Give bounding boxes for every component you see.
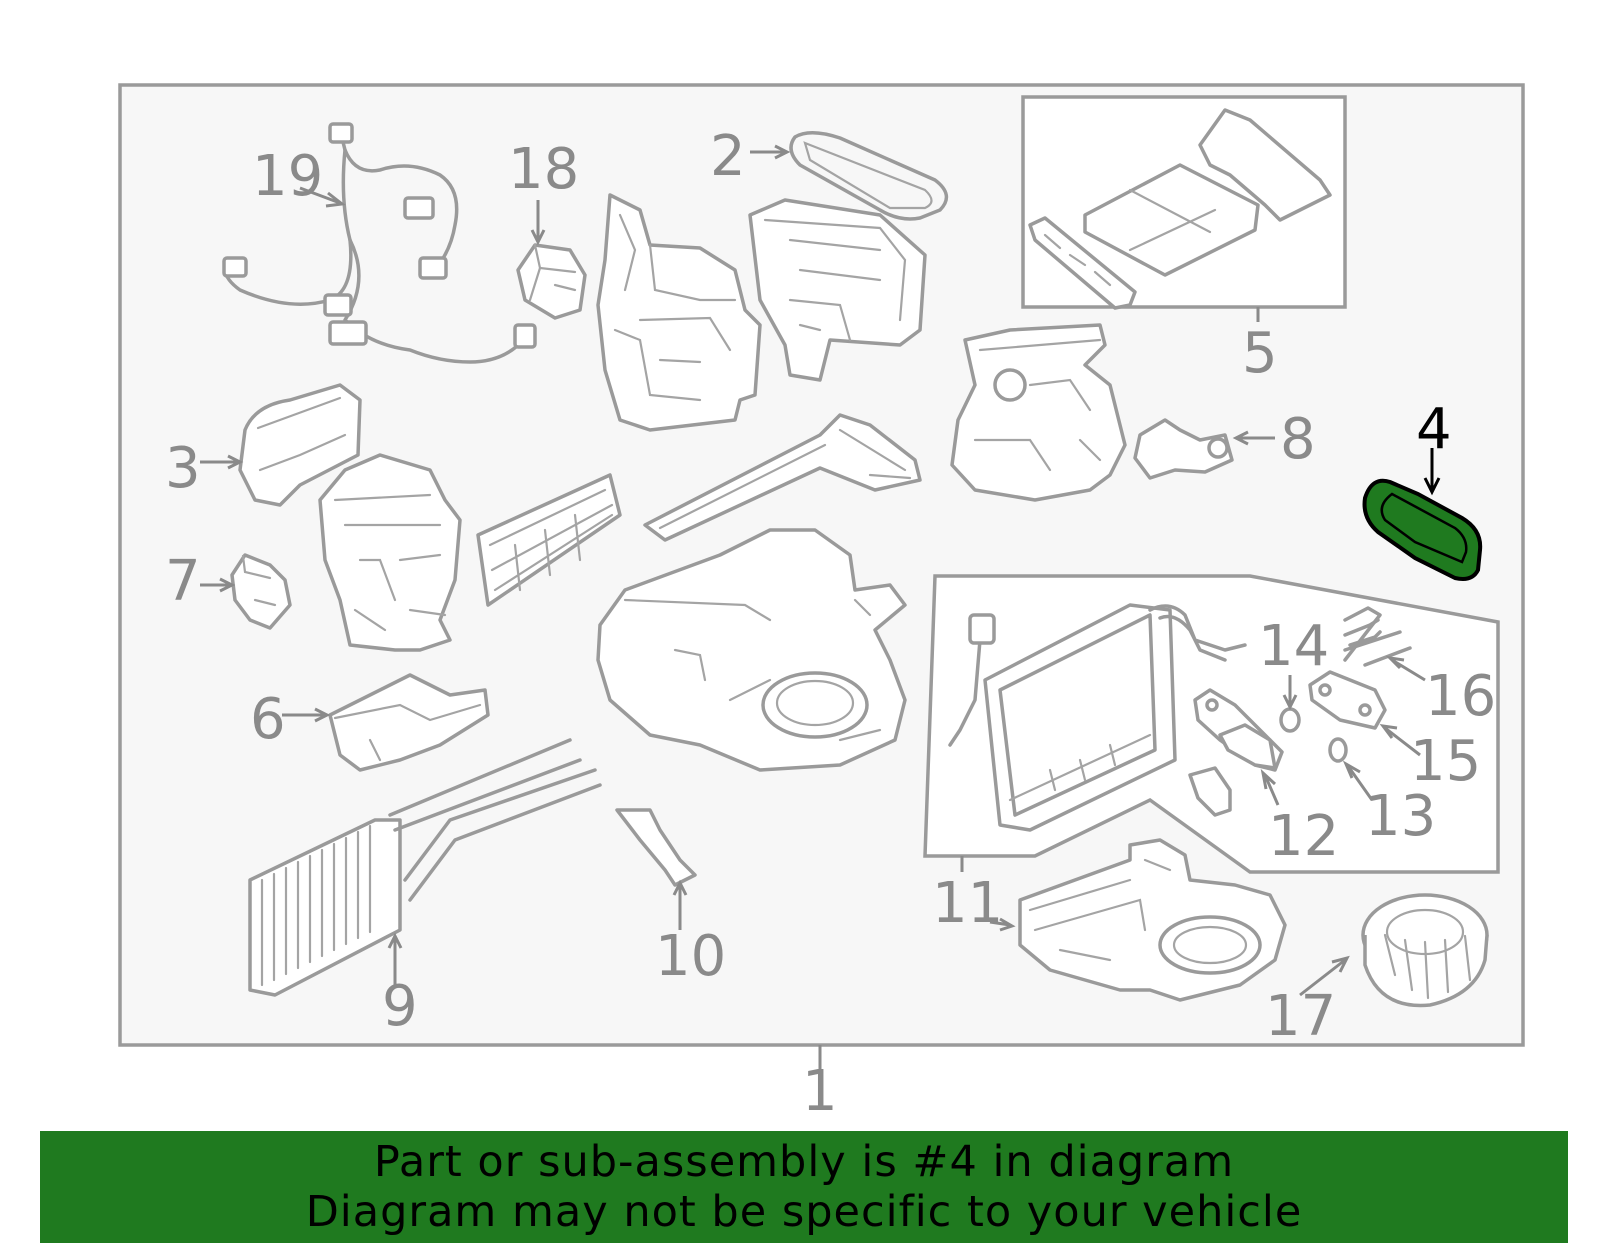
banner-line-1: Part or sub-assembly is #4 in diagram [373,1137,1235,1187]
callout-7: 7 [165,549,201,614]
part-11-evaporator [948,603,1247,832]
callout-17: 17 [1265,984,1336,1049]
part-13-oring [1328,737,1348,763]
lower-blower-case [1018,838,1287,1002]
callout-15: 15 [1410,729,1481,794]
callout-16: 16 [1425,664,1496,729]
part-17-blower-motor [1361,893,1489,1008]
callout-5: 5 [1242,321,1278,386]
callout-9: 9 [382,974,418,1039]
part-8-actuator [1133,418,1234,480]
part-7-sensor [230,553,292,630]
callout-8: 8 [1280,407,1316,472]
callout-12: 12 [1268,804,1339,869]
part-5-filter [1028,108,1332,310]
banner-line-2: Diagram may not be specific to your vehi… [305,1187,1303,1237]
part-4-seal-highlighted [1362,478,1483,581]
callout-2: 2 [710,124,746,189]
part-19-wiring-harness [222,122,537,364]
part-12-block [1188,688,1284,817]
callout-14: 14 [1258,614,1329,679]
callout-19: 19 [252,144,323,209]
part-3-duct [238,383,362,507]
callout-1: 1 [802,1059,838,1124]
part-16-bolts [1343,606,1412,667]
part-9-heater-core [248,738,602,997]
callout-6: 6 [250,687,286,752]
part-10-bracket [615,808,697,887]
callout-18: 18 [508,137,579,202]
callout-4: 4 [1416,397,1452,462]
door-grille [476,473,622,607]
part-6-duct [328,673,490,772]
part-2-seal [789,131,949,221]
mode-case [318,453,462,652]
long-duct [643,413,922,542]
upper-case-housing [748,198,927,382]
blower-upper-housing [950,323,1127,502]
part-15-valve [1308,670,1387,730]
left-housing [596,193,762,432]
callout-13: 13 [1365,784,1436,849]
leader-arrows [200,144,1441,997]
callout-10: 10 [655,924,726,989]
part-18-actuator [516,243,587,320]
main-lower-case [596,528,907,772]
callout-3: 3 [165,436,201,501]
info-banner: Part or sub-assembly is #4 in diagram Di… [40,1131,1568,1243]
callout-11: 11 [932,871,1003,936]
